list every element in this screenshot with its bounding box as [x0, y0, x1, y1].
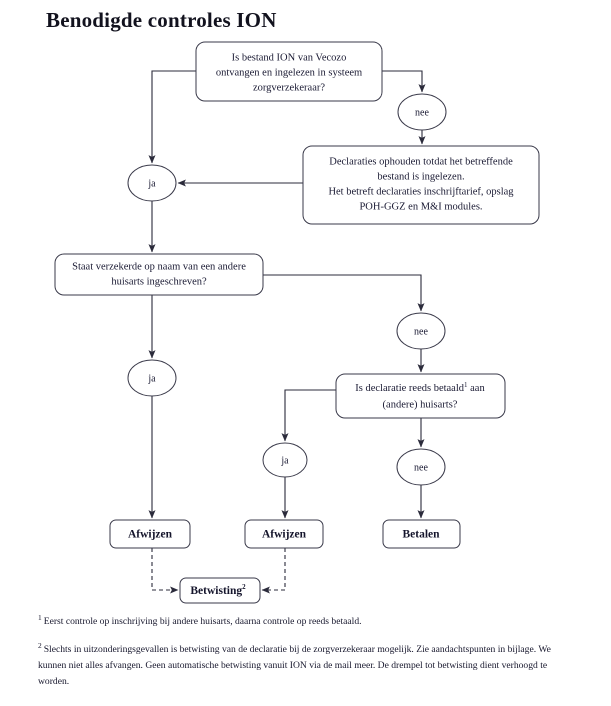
node-label-line4: POH-GGZ en M&I modules. — [359, 201, 482, 212]
node-shape — [382, 519, 461, 549]
node-nee-verzekerde[interactable]: nee — [396, 312, 446, 350]
node-label: ja — [280, 455, 289, 466]
edge-q2-to-nee2 — [263, 274, 425, 312]
node-label-line3: zorgverzekeraar? — [253, 82, 325, 93]
page-title: Benodigde controles ION — [46, 8, 277, 32]
node-label: Betwisting2 — [190, 583, 246, 597]
node-action-declaraties-ophouden[interactable]: Declaraties ophouden totdat het betreffe… — [302, 145, 540, 225]
node-label: ja — [147, 178, 156, 189]
node-label: Betalen — [402, 529, 440, 541]
node-label-line2: huisarts ingeschreven? — [111, 276, 207, 287]
node-label-line1-main: Is declaratie reeds betaald — [355, 383, 464, 394]
node-shape — [335, 373, 506, 419]
node-outcome-afwijzen-2[interactable]: Afwijzen — [244, 519, 324, 549]
node-shape — [54, 253, 264, 296]
node-shape — [127, 164, 177, 202]
node-label-line2: bestand is ingelezen. — [377, 171, 464, 182]
node-label-main: Betwisting — [190, 585, 242, 597]
node-label: nee — [414, 326, 428, 337]
edge-q1-to-nee1 — [382, 70, 426, 93]
node-shape — [179, 577, 261, 604]
node-nee-declaratie-betaald[interactable]: nee — [396, 448, 446, 486]
node-shape — [244, 519, 324, 549]
node-ja-verzekerde[interactable]: ja — [127, 359, 177, 397]
node-shape — [396, 448, 446, 486]
footnote-2-marker: 2 — [38, 641, 42, 651]
node-label: ja — [147, 373, 156, 384]
node-outcome-betalen[interactable]: Betalen — [382, 519, 461, 549]
node-shape — [397, 93, 447, 131]
node-label-line1: Is declaratie reeds betaald1 aan — [355, 381, 485, 395]
node-label-line1: Declaraties ophouden totdat het betreffe… — [329, 156, 513, 167]
node-shape — [302, 145, 540, 225]
node-shape — [195, 41, 383, 102]
node-label-line3: Het betreft declaraties inschrijftarief,… — [328, 186, 514, 197]
edge-afwijzen1-to-betwisting — [151, 548, 179, 594]
footnote-ref-1: 1 — [464, 381, 468, 389]
node-shape — [262, 442, 308, 478]
node-ja-bestand[interactable]: ja — [127, 164, 177, 202]
node-nee-bestand[interactable]: nee — [397, 93, 447, 131]
node-label-line2: ontvangen en ingelezen in systeem — [216, 67, 362, 78]
node-label: nee — [415, 107, 429, 118]
node-label: nee — [414, 462, 428, 473]
node-question-bestand-ion[interactable]: Is bestand ION van Vecozo ontvangen en i… — [195, 41, 383, 102]
node-label-line2: (andere) huisarts? — [383, 399, 458, 410]
footnote-1-marker: 1 — [38, 613, 42, 622]
edge-q3-to-ja3 — [281, 389, 336, 442]
node-ja-declaratie-betaald[interactable]: ja — [262, 442, 308, 478]
node-shape — [396, 312, 446, 350]
node-outcome-afwijzen-1[interactable]: Afwijzen — [109, 519, 191, 549]
node-question-verzekerde-andere-huisarts[interactable]: Staat verzekerde op naam van een andere … — [54, 253, 264, 296]
node-label: Afwijzen — [262, 529, 307, 541]
edge-afwijzen2-to-betwisting — [261, 548, 286, 594]
footnote-1-text: Eerst controle op inschrijving bij ander… — [43, 616, 362, 628]
node-shape — [127, 359, 177, 397]
node-label: Afwijzen — [128, 529, 173, 541]
node-outcome-betwisting[interactable]: Betwisting2 — [179, 577, 261, 604]
footnote-ref-2: 2 — [242, 583, 246, 591]
node-question-declaratie-reeds-betaald[interactable]: Is declaratie reeds betaald1 aan (andere… — [335, 373, 506, 419]
edge-q1-to-ja1 — [148, 70, 196, 164]
node-shape — [109, 519, 191, 549]
node-label-line1: Staat verzekerde op naam van een andere — [72, 261, 246, 272]
node-label-line1-tail: aan — [468, 383, 486, 394]
footnote-2-text: Slechts in uitzonderingsgevallen is betw… — [38, 644, 551, 687]
node-label-line1: Is bestand ION van Vecozo — [232, 52, 347, 63]
